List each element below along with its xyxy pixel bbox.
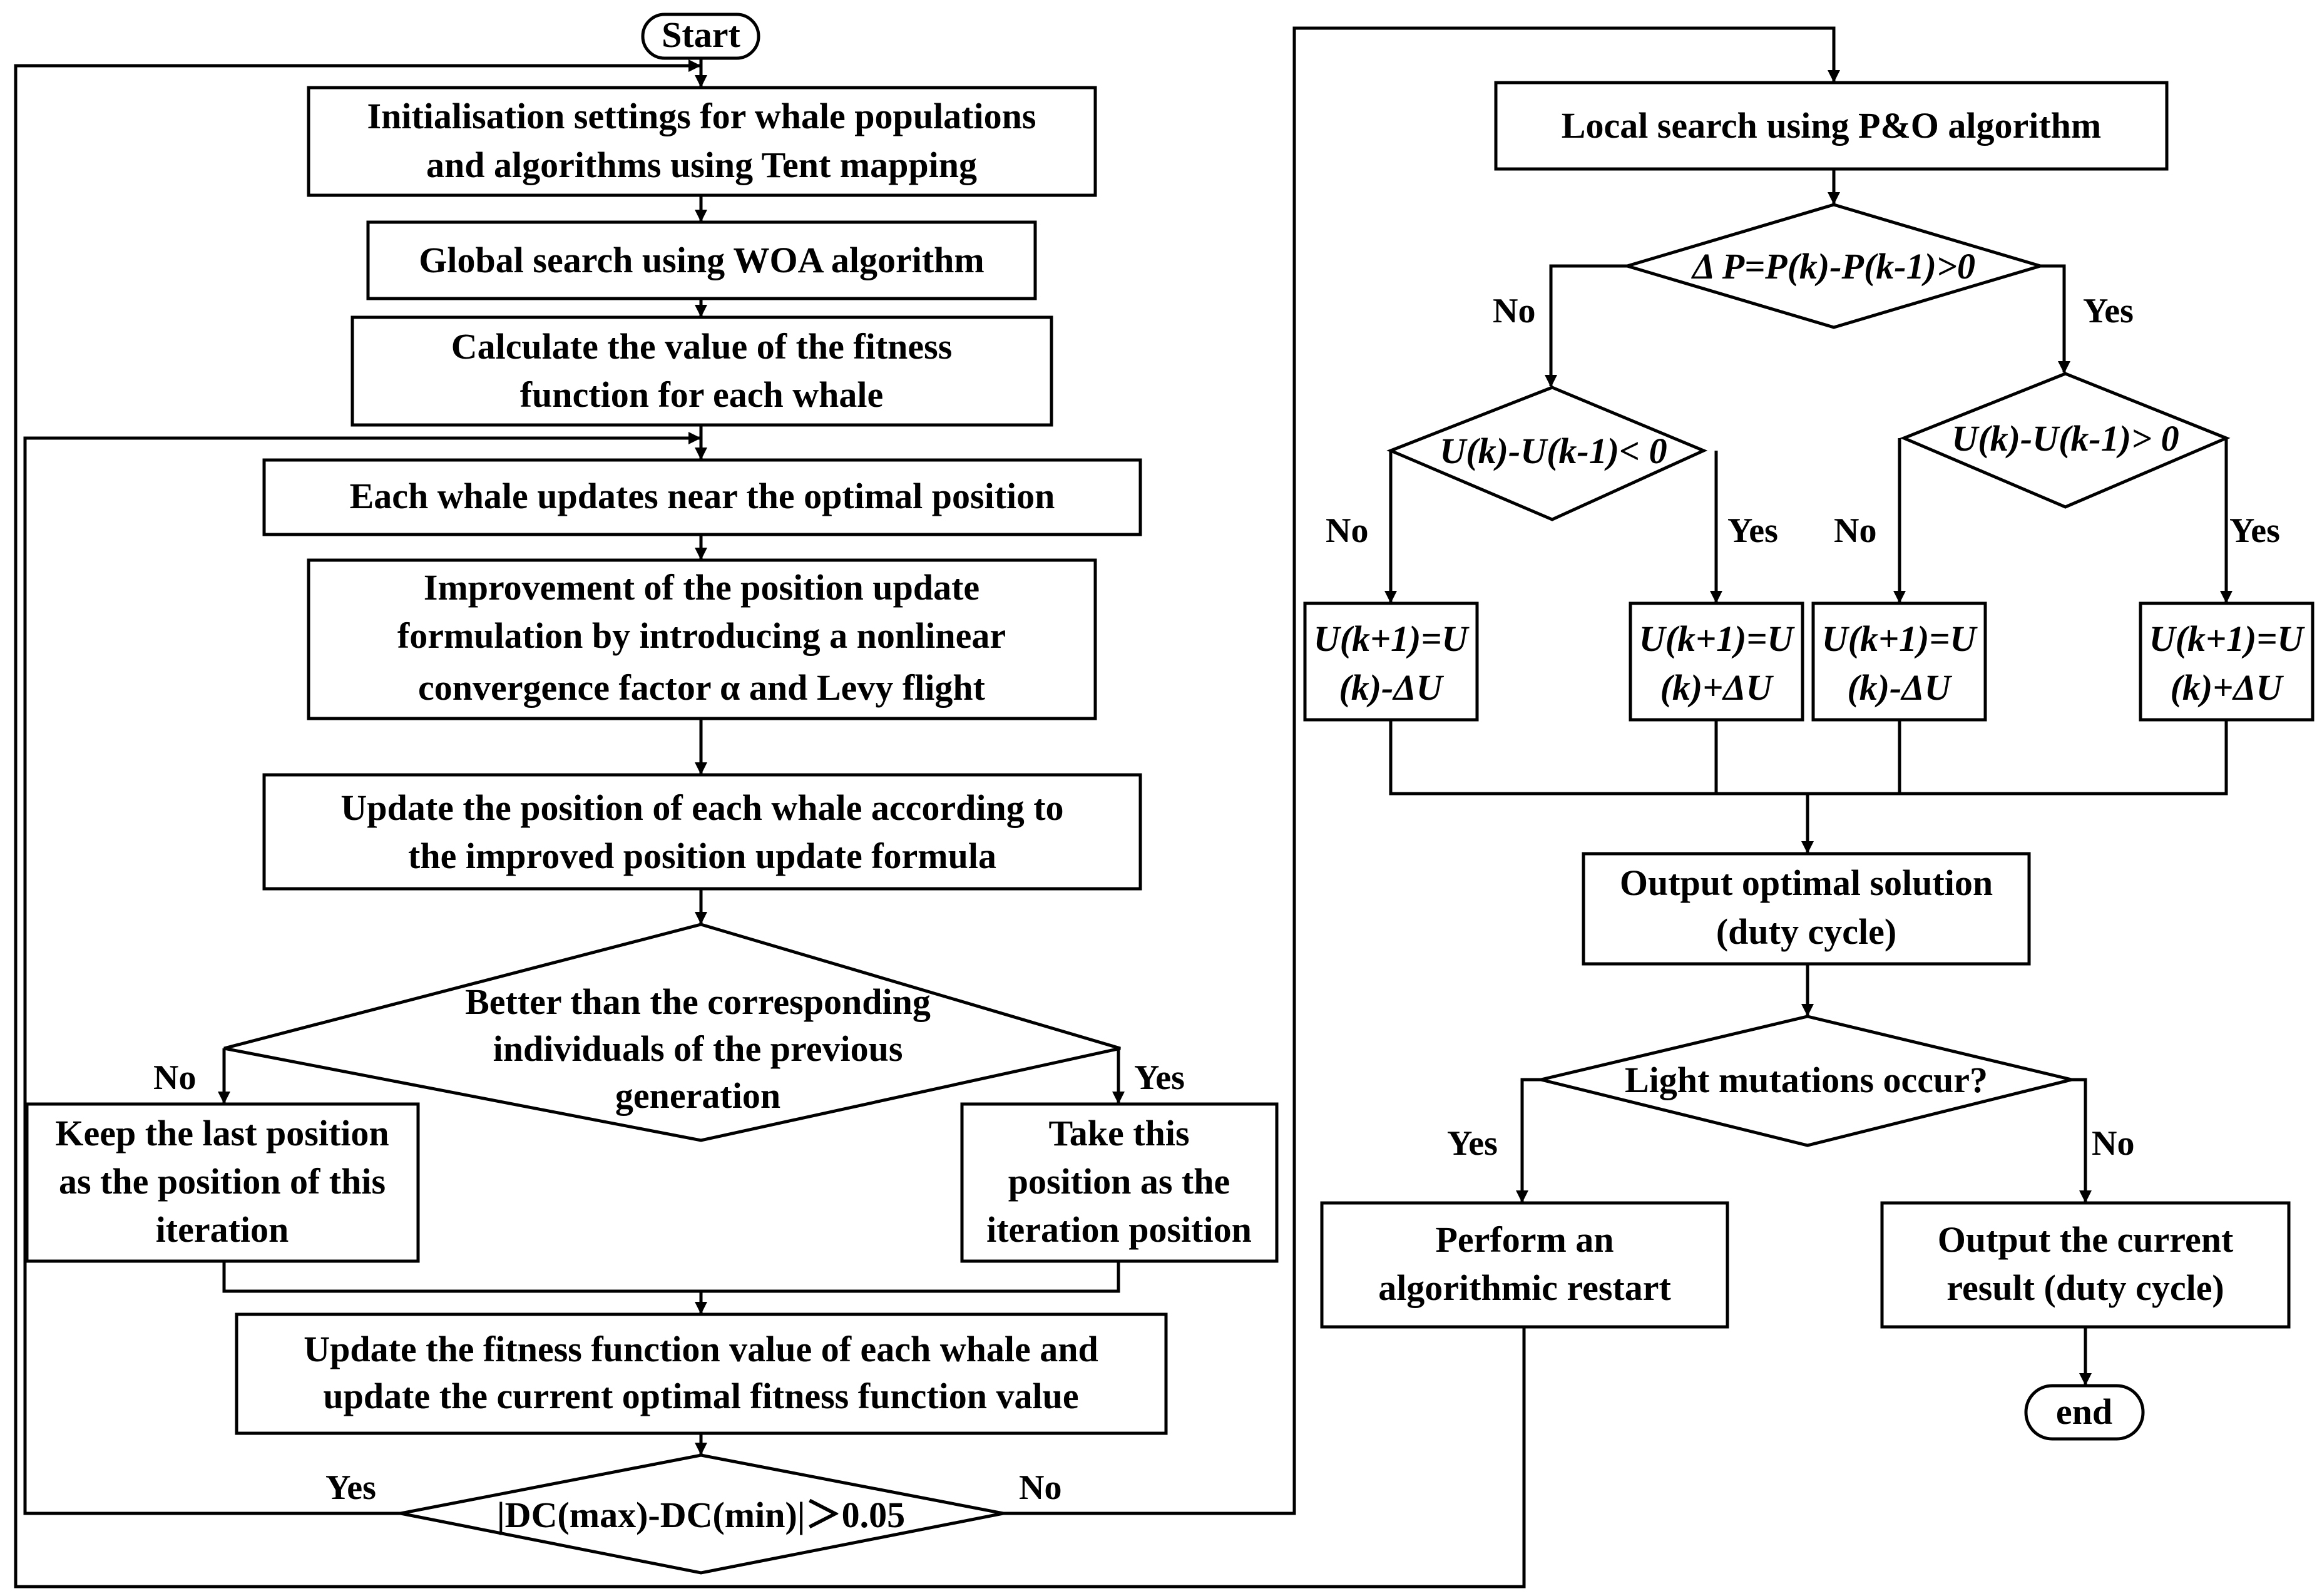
u-plus-box-2: U(k+1)=U (k)+ΔU <box>2139 601 2314 722</box>
take-this-line-2: position as the <box>1008 1161 1230 1202</box>
improvement-line-2: formulation by introducing a nonlinear <box>397 615 1006 656</box>
edge-dp-no <box>1549 264 1627 386</box>
du-pos-no-label: No <box>1834 511 1876 550</box>
take-this-box: Take this position as the iteration posi… <box>960 1102 1279 1263</box>
local-search-label: Local search using P&O algorithm <box>1562 105 2101 146</box>
dp-yes-label: Yes <box>2083 292 2134 330</box>
du-neg-decision-label: U(k)-U(k-1)< 0 <box>1440 431 1667 471</box>
light-decision: Light mutations occur? <box>1540 1015 2072 1147</box>
arrowheads <box>218 59 2233 1455</box>
output-optimal-line-2: (duty cycle) <box>1716 911 1896 952</box>
u-minus-1-line-2: (k)-ΔU <box>1339 667 1444 708</box>
init-box: Initialisation settings for whale popula… <box>307 86 1097 197</box>
better-no-label: No <box>153 1058 196 1097</box>
edge-keep-merge <box>222 1261 1120 1293</box>
keep-last-line-2: as the position of this <box>59 1161 386 1202</box>
light-no-label: No <box>2092 1124 2134 1163</box>
update-near-box: Each whale updates near the optimal posi… <box>262 458 1142 536</box>
edge-light-no <box>2072 1078 2087 1202</box>
improvement-line-3: convergence factor α and Levy flight <box>418 667 986 708</box>
take-this-line-1: Take this <box>1048 1113 1189 1154</box>
edge-restart-loop <box>14 64 1526 1588</box>
restart-line-2: algorithmic restart <box>1378 1267 1671 1308</box>
better-line-2: individuals of the previous <box>493 1028 903 1069</box>
update-position-line-2: the improved position update formula <box>408 836 996 876</box>
edge-light-yes <box>1520 1078 1541 1202</box>
global-search-box: Global search using WOA algorithm <box>366 220 1037 300</box>
dc-decision-label: |DC(max)-DC(min)|＞0.05 <box>497 1495 905 1535</box>
keep-last-box: Keep the last position as the position o… <box>25 1102 420 1263</box>
u-minus-box-1: U(k+1)=U (k)-ΔU <box>1303 601 1479 722</box>
u-plus-2-line-2: (k)+ΔU <box>2171 667 2284 708</box>
better-line-3: generation <box>615 1075 780 1116</box>
better-decision: Better than the corresponding individual… <box>223 923 1121 1142</box>
u-minus-1-line-1: U(k+1)=U <box>1314 618 1470 659</box>
dc-yes-label: Yes <box>325 1468 376 1507</box>
edge-dp-yes <box>2040 264 2066 372</box>
init-line-2: and algorithms using Tent mapping <box>426 145 977 185</box>
global-search-label: Global search using WOA algorithm <box>419 240 984 280</box>
output-current-line-1: Output the current <box>1938 1219 2234 1260</box>
keep-last-line-1: Keep the last position <box>55 1113 389 1154</box>
connectors <box>14 26 2228 1588</box>
dc-no-label: No <box>1019 1468 1061 1507</box>
u-minus-2-line-1: U(k+1)=U <box>1822 618 1978 659</box>
u-minus-2-line-2: (k)-ΔU <box>1847 667 1952 708</box>
improvement-box: Improvement of the position update formu… <box>307 558 1097 720</box>
update-fitness-box: Update the fitness function value of eac… <box>235 1312 1168 1435</box>
du-pos-decision-label: U(k)-U(k-1)> 0 <box>1951 418 2179 459</box>
edge-u-merge <box>1389 720 2228 795</box>
light-decision-label: Light mutations occur? <box>1625 1060 1988 1100</box>
u-plus-box-1: U(k+1)=U (k)+ΔU <box>1629 601 1804 722</box>
dp-decision-label: Δ P=P(k)-P(k-1)>0 <box>1691 246 1975 287</box>
du-neg-decision: U(k)-U(k-1)< 0 <box>1386 386 1708 521</box>
u-plus-1-line-2: (k)+ΔU <box>1660 667 1774 708</box>
init-line-1: Initialisation settings for whale popula… <box>367 96 1036 136</box>
better-line-1: Better than the corresponding <box>465 981 931 1022</box>
update-fitness-line-1: Update the fitness function value of eac… <box>304 1329 1098 1369</box>
take-this-line-3: iteration position <box>986 1209 1252 1250</box>
u-minus-box-2: U(k+1)=U (k)-ΔU <box>1811 601 1987 722</box>
restart-box: Perform an algorithmic restart <box>1320 1201 1729 1329</box>
dc-decision: |DC(max)-DC(min)|＞0.05 <box>400 1453 1004 1575</box>
calc-fitness-box: Calculate the value of the fitness funct… <box>350 315 1053 427</box>
du-neg-no-label: No <box>1326 511 1368 550</box>
output-current-line-2: result (duty cycle) <box>1946 1267 2224 1308</box>
edge-dc-yes-loop <box>23 436 701 1515</box>
calc-fitness-line-1: Calculate the value of the fitness <box>451 326 953 367</box>
calc-fitness-line-2: function for each whale <box>520 374 884 415</box>
du-pos-yes-label: Yes <box>2229 511 2280 550</box>
u-plus-1-line-1: U(k+1)=U <box>1639 618 1796 659</box>
u-plus-2-line-1: U(k+1)=U <box>2149 618 2306 659</box>
du-neg-yes-label: Yes <box>1727 511 1778 550</box>
dp-no-label: No <box>1493 292 1535 330</box>
update-fitness-line-2: update the current optimal fitness funct… <box>323 1376 1078 1416</box>
local-search-box: Local search using P&O algorithm <box>1494 81 2169 171</box>
update-position-box: Update the position of each whale accord… <box>262 773 1142 891</box>
light-yes-label: Yes <box>1447 1124 1498 1163</box>
keep-last-line-3: iteration <box>156 1209 289 1250</box>
edge-dc-no-to-local <box>1003 26 1836 1515</box>
output-optimal-box: Output optimal solution (duty cycle) <box>1582 852 2031 966</box>
update-position-line-1: Update the position of each whale accord… <box>340 787 1063 828</box>
update-near-label: Each whale updates near the optimal posi… <box>350 476 1055 516</box>
improvement-line-1: Improvement of the position update <box>424 567 979 608</box>
restart-line-1: Perform an <box>1435 1219 1614 1260</box>
dp-decision: Δ P=P(k)-P(k-1)>0 <box>1622 203 2046 329</box>
output-optimal-line-1: Output optimal solution <box>1620 862 1993 903</box>
start-label: Start <box>662 14 740 55</box>
output-current-box: Output the current result (duty cycle) <box>1880 1201 2291 1329</box>
better-yes-label: Yes <box>1134 1058 1185 1097</box>
end-label: end <box>2056 1391 2112 1432</box>
du-pos-decision: U(k)-U(k-1)> 0 <box>1900 372 2231 509</box>
end-terminal: end <box>2024 1384 2145 1441</box>
start-terminal: Start <box>641 13 760 60</box>
